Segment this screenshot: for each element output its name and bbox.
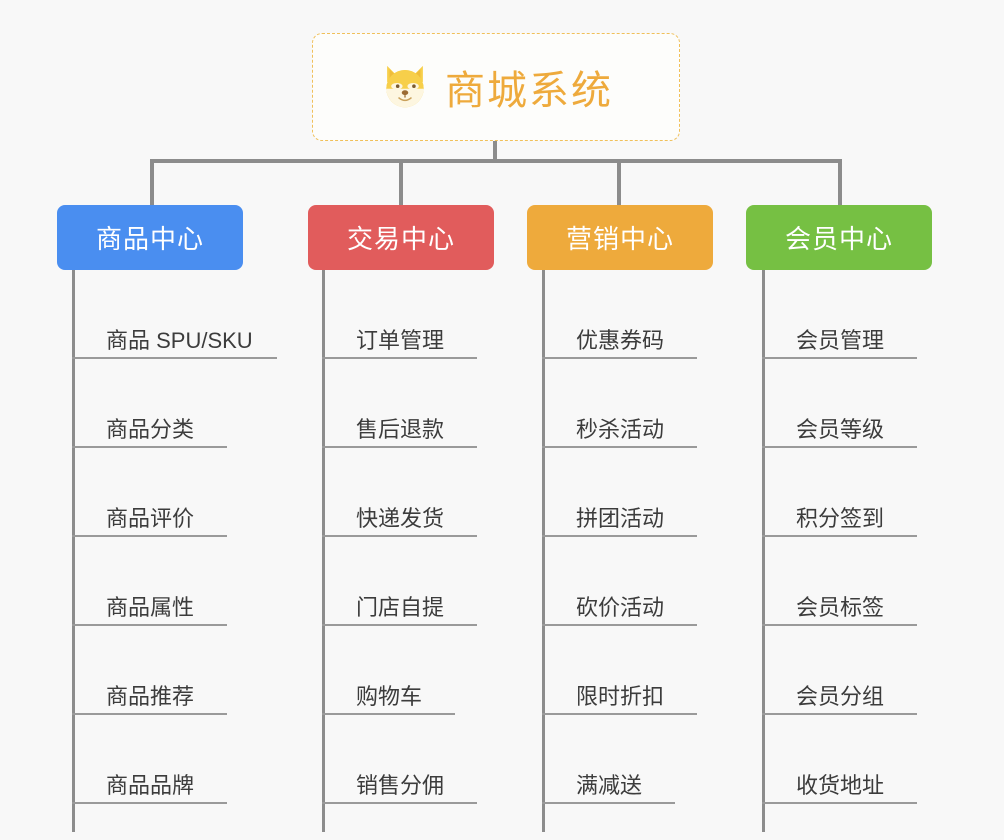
leaf-underline [72, 802, 227, 804]
leaf-item[interactable]: 商品品牌 [72, 715, 227, 804]
branch-label: 交易中心 [346, 224, 455, 254]
leaf-label: 订单管理 [356, 327, 445, 353]
leaf-underline [322, 624, 477, 626]
leaf-underline [542, 713, 697, 715]
leaf-item[interactable]: 优惠券码 [542, 270, 697, 359]
branch-box-0[interactable]: 商品中心 [57, 205, 243, 270]
leaf-underline [322, 535, 477, 537]
leaf-item[interactable]: 商品分类 [72, 359, 227, 448]
leaf-underline [542, 624, 697, 626]
shiba-dog-face-icon [379, 61, 431, 113]
leaf-label: 积分签到 [796, 505, 885, 531]
leaf-label: 商品属性 [106, 594, 195, 620]
leaf-underline [72, 357, 277, 359]
leaf-item[interactable]: 商品 SPU/SKU [72, 270, 277, 359]
leaf-label: 商品评价 [106, 505, 195, 531]
leaf-item[interactable]: 销售分佣 [322, 715, 477, 804]
leaf-underline [322, 357, 477, 359]
branch-label: 商品中心 [95, 224, 204, 254]
leaf-item[interactable]: 快递发货 [322, 448, 477, 537]
connector-drop-4 [838, 159, 842, 207]
connector-root-stem [493, 141, 497, 162]
leaf-item[interactable]: 收货地址 [762, 715, 917, 804]
leaf-label: 商品分类 [106, 416, 195, 442]
column-spine [762, 270, 765, 832]
branch-box-1[interactable]: 交易中心 [308, 205, 494, 270]
connector-drop-2 [399, 159, 403, 207]
leaf-item[interactable]: 满减送 [542, 715, 675, 804]
leaf-label: 商品 SPU/SKU [106, 327, 253, 353]
root-node[interactable]: 商城系统 [312, 33, 680, 141]
leaf-underline [322, 713, 455, 715]
leaf-item[interactable]: 订单管理 [322, 270, 477, 359]
column-spine [322, 270, 325, 832]
leaf-item[interactable]: 会员标签 [762, 537, 917, 626]
column-spine [72, 270, 75, 832]
leaf-label: 秒杀活动 [576, 416, 665, 442]
branch-label: 营销中心 [565, 224, 674, 254]
leaf-underline [762, 357, 917, 359]
column-spine [542, 270, 545, 832]
leaf-underline [542, 357, 697, 359]
leaf-label: 优惠券码 [576, 327, 665, 353]
branch-box-3[interactable]: 会员中心 [746, 205, 932, 270]
connector-drop-3 [617, 159, 621, 207]
leaf-item[interactable]: 秒杀活动 [542, 359, 697, 448]
leaf-label: 会员等级 [796, 416, 885, 442]
leaf-label: 门店自提 [356, 594, 445, 620]
connector-horizontal-bus [150, 159, 842, 163]
leaf-item[interactable]: 门店自提 [322, 537, 477, 626]
leaf-label: 会员分组 [796, 683, 885, 709]
leaf-label: 售后退款 [356, 416, 445, 442]
leaf-item[interactable]: 商品推荐 [72, 626, 227, 715]
leaf-label: 商品品牌 [106, 772, 195, 798]
leaf-underline [322, 446, 477, 448]
leaf-underline [72, 713, 227, 715]
leaf-underline [762, 713, 917, 715]
leaf-underline [762, 446, 917, 448]
leaf-label: 满减送 [576, 772, 643, 798]
leaf-item[interactable]: 售后退款 [322, 359, 477, 448]
leaf-underline [762, 802, 917, 804]
leaf-label: 会员标签 [796, 594, 885, 620]
leaf-item[interactable]: 砍价活动 [542, 537, 697, 626]
leaf-underline [762, 624, 917, 626]
leaf-item[interactable]: 积分签到 [762, 448, 917, 537]
leaf-item[interactable]: 购物车 [322, 626, 455, 715]
leaf-label: 销售分佣 [356, 772, 445, 798]
leaf-label: 快递发货 [356, 505, 445, 531]
root-title: 商城系统 [445, 69, 613, 113]
branch-label: 会员中心 [784, 224, 893, 254]
leaf-item[interactable]: 商品评价 [72, 448, 227, 537]
leaf-label: 砍价活动 [576, 594, 665, 620]
leaf-item[interactable]: 商品属性 [72, 537, 227, 626]
leaf-item[interactable]: 会员管理 [762, 270, 917, 359]
leaf-item[interactable]: 会员分组 [762, 626, 917, 715]
leaf-underline [322, 802, 477, 804]
branch-box-2[interactable]: 营销中心 [527, 205, 713, 270]
connector-drop-1 [150, 159, 154, 207]
leaf-item[interactable]: 拼团活动 [542, 448, 697, 537]
leaf-underline [72, 624, 227, 626]
leaf-item[interactable]: 限时折扣 [542, 626, 697, 715]
leaf-label: 购物车 [356, 683, 423, 709]
leaf-label: 收货地址 [796, 772, 885, 798]
leaf-underline [542, 446, 697, 448]
leaf-item[interactable]: 会员等级 [762, 359, 917, 448]
leaf-label: 拼团活动 [576, 505, 665, 531]
leaf-underline [542, 802, 675, 804]
leaf-label: 限时折扣 [576, 683, 665, 709]
leaf-underline [72, 446, 227, 448]
leaf-underline [762, 535, 917, 537]
leaf-underline [72, 535, 227, 537]
leaf-underline [542, 535, 697, 537]
leaf-label: 商品推荐 [106, 683, 195, 709]
leaf-label: 会员管理 [796, 327, 885, 353]
